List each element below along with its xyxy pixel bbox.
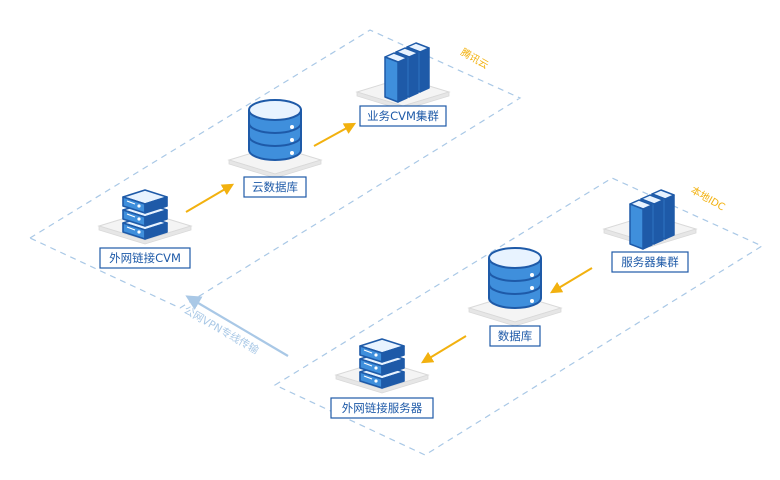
node-server-cluster[interactable]: 服务器集群 xyxy=(603,189,697,273)
node-label: 外网链接服务器 xyxy=(342,401,423,415)
node-biz-cluster[interactable]: 业务CVM集群 xyxy=(356,42,450,127)
node-label-box xyxy=(330,397,434,419)
node-cloud-db[interactable]: 云数据库 xyxy=(228,99,322,198)
node-label: 外网链接CVM xyxy=(109,251,181,265)
node-local-db[interactable]: 数据库 xyxy=(468,247,562,347)
database-icon xyxy=(488,247,542,309)
flow-arrow-clouddb-to-cluster xyxy=(313,122,357,147)
node-label-box xyxy=(489,325,541,347)
node-label: 业务CVM集群 xyxy=(367,109,439,123)
idc-region-label: 本地IDC xyxy=(689,183,728,213)
node-label: 云数据库 xyxy=(252,180,298,194)
node-external-server[interactable]: 外网链接服务器 xyxy=(330,338,434,419)
node-label-box xyxy=(359,105,447,127)
node-label-box xyxy=(611,251,689,273)
server-stack-icon xyxy=(122,189,168,240)
node-label: 服务器集群 xyxy=(621,255,679,269)
vpn-arrow xyxy=(185,295,289,357)
node-label-box xyxy=(243,176,307,198)
node-label-box xyxy=(99,247,191,269)
node-external-cvm[interactable]: 外网链接CVM xyxy=(98,189,192,269)
flow-arrow-cvm-to-clouddb xyxy=(185,183,235,213)
flow-arrow-cluster-to-localdb xyxy=(549,267,593,294)
node-label: 数据库 xyxy=(498,329,533,343)
database-icon xyxy=(248,99,302,161)
server-stack-icon xyxy=(359,338,405,389)
cloud-region-boundary xyxy=(28,29,522,309)
cloud-region-label: 腾讯云 xyxy=(459,45,491,71)
flow-arrow-localdb-to-server xyxy=(420,335,467,364)
vpn-label: 公网VPN专线传输 xyxy=(182,303,262,357)
